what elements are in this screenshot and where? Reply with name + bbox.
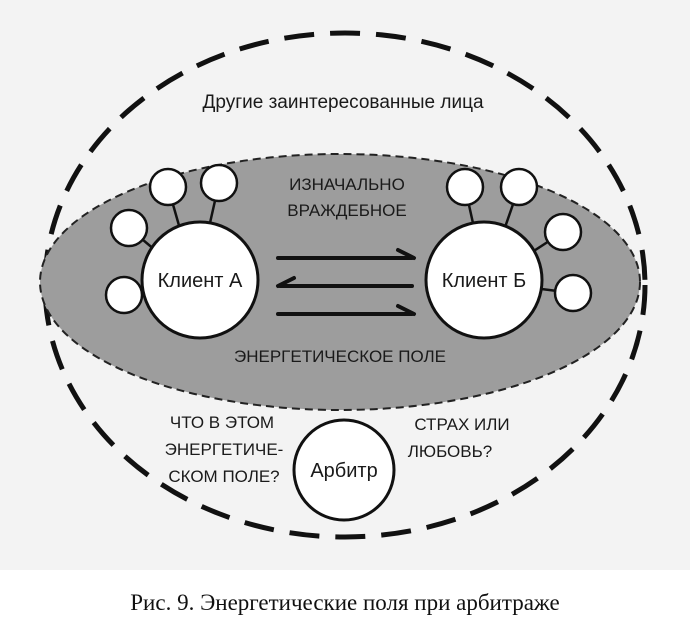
exchange-arrows — [276, 248, 416, 316]
stakeholder-circle — [499, 167, 539, 207]
arrowhead — [396, 248, 416, 260]
client-b-label: Клиент Б — [442, 270, 527, 292]
figure-caption: Рис. 9. Энергетические поля при арбитраж… — [130, 590, 560, 615]
stakeholder-circle — [553, 273, 593, 313]
energy-field-label: ЭНЕРГЕТИЧЕСКОЕ ПОЛЕ — [234, 347, 446, 366]
stakeholder-circle — [109, 208, 149, 248]
question-line2: ЭНЕРГЕТИЧЕ- — [165, 440, 284, 459]
client-b-circle — [424, 220, 544, 340]
outer-label: Другие заинтересованные лица — [202, 92, 483, 113]
arbiter-circle — [292, 418, 396, 522]
question-line1: ЧТО В ЭТОМ — [170, 413, 274, 432]
client-a-satellites — [104, 163, 239, 315]
stakeholder-circle — [445, 167, 485, 207]
client-a-label: Клиент А — [158, 270, 243, 292]
stakeholders-boundary — [42, 30, 648, 540]
arbiter-label: Арбитр — [310, 460, 377, 482]
stakeholder-circle — [148, 167, 188, 207]
hostile-label-line1: ИЗНАЧАЛЬНО — [289, 175, 405, 194]
energy-field — [39, 153, 641, 411]
hostile-label-line2: ВРАЖДЕБНОЕ — [287, 201, 406, 220]
stakeholder-circle — [199, 163, 239, 203]
question-line3: СКОМ ПОЛЕ? — [168, 467, 279, 486]
fear-question-line1: СТРАХ ИЛИ — [414, 415, 509, 434]
fear-question-line2: ЛЮБОВЬ? — [408, 442, 492, 461]
arrowhead — [396, 304, 416, 316]
client-a-circle — [140, 220, 260, 340]
diagram: Другие заинтересованные лица ИЗНАЧАЛЬНО … — [0, 0, 690, 570]
arrowhead — [276, 276, 296, 288]
diagram-canvas: Другие заинтересованные лица ИЗНАЧАЛЬНО … — [0, 0, 690, 570]
stakeholder-circle — [543, 212, 583, 252]
stakeholder-circle — [104, 275, 144, 315]
